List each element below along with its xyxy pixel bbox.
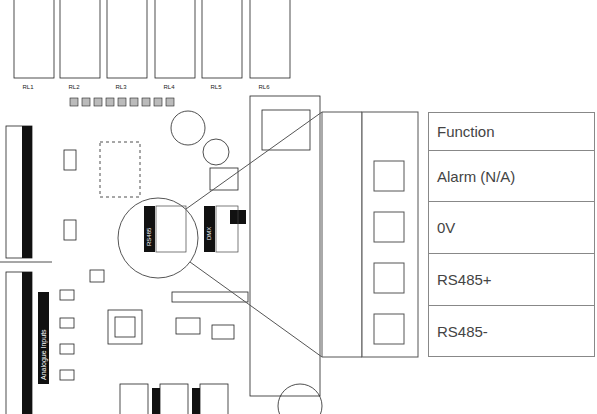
capacitor-symbol <box>278 384 322 414</box>
capacitor-symbol <box>203 139 229 165</box>
terminal-strip <box>204 206 215 252</box>
component-outline <box>64 220 76 240</box>
connector-housing <box>156 206 186 252</box>
component-outline <box>60 290 74 300</box>
connector-body <box>362 112 418 357</box>
component-outline <box>64 150 76 170</box>
board-edge <box>0 262 52 263</box>
terminal-strip <box>22 272 32 414</box>
relay-label: RL6 <box>258 84 269 90</box>
relay-outline <box>155 0 195 78</box>
relay-label: RL3 <box>115 84 126 90</box>
callout-circle <box>118 198 198 278</box>
connector-label: Analogue Inputs <box>40 329 47 380</box>
relay-label: RL1 <box>22 84 33 90</box>
connector-housing <box>6 126 32 258</box>
connector-housing <box>6 272 32 414</box>
capacitor-symbol <box>171 111 205 145</box>
connector-housing <box>120 384 148 414</box>
connector-housing <box>200 384 228 414</box>
connector-label: RS485 <box>146 228 152 246</box>
table-rule <box>429 150 595 151</box>
relay-label: RL2 <box>68 84 79 90</box>
component-outline <box>212 325 234 339</box>
table-border <box>429 113 595 357</box>
terminal-strip <box>152 388 160 414</box>
table-rule <box>429 253 595 254</box>
terminal-strip <box>144 206 155 252</box>
relay-outline <box>202 0 242 78</box>
table-cell: Alarm (N/A) <box>437 169 515 184</box>
table-header: Function <box>437 124 495 139</box>
connector-side <box>322 112 362 357</box>
component-outline <box>176 318 200 334</box>
ic-outline <box>100 142 140 197</box>
component-row <box>172 292 248 302</box>
table-rule <box>429 201 595 202</box>
connector-housing <box>160 384 188 414</box>
component-outline <box>210 168 238 190</box>
component-outline <box>60 370 74 380</box>
ic-outline <box>115 317 135 337</box>
ic-outline <box>108 310 142 344</box>
component-outline <box>60 344 74 354</box>
relay-label: RL4 <box>163 84 174 90</box>
terminal-screw <box>374 212 404 242</box>
relay-label: RL5 <box>210 84 221 90</box>
component-outline <box>90 270 104 282</box>
relay-outline <box>14 0 54 78</box>
terminal-screw <box>374 263 404 293</box>
terminal-screw <box>374 314 404 344</box>
terminal-strip <box>192 388 200 414</box>
connector-label: DMX <box>206 227 212 240</box>
relay-outline <box>60 0 100 78</box>
transformer-outline <box>250 96 320 396</box>
table-cell: RS485- <box>437 324 488 339</box>
table-rule <box>429 305 595 306</box>
callout-line <box>190 262 322 357</box>
table-cell: RS485+ <box>437 272 492 287</box>
callout-line <box>186 112 322 209</box>
terminal-strip <box>38 292 49 384</box>
connector-housing <box>216 206 238 252</box>
terminal-strip <box>22 126 32 258</box>
relay-outline <box>250 0 290 78</box>
transformer-core <box>262 110 310 150</box>
relay-outline <box>107 0 147 78</box>
table-cell: 0V <box>437 220 455 235</box>
component-outline <box>60 318 74 328</box>
terminal-screw <box>374 161 404 191</box>
